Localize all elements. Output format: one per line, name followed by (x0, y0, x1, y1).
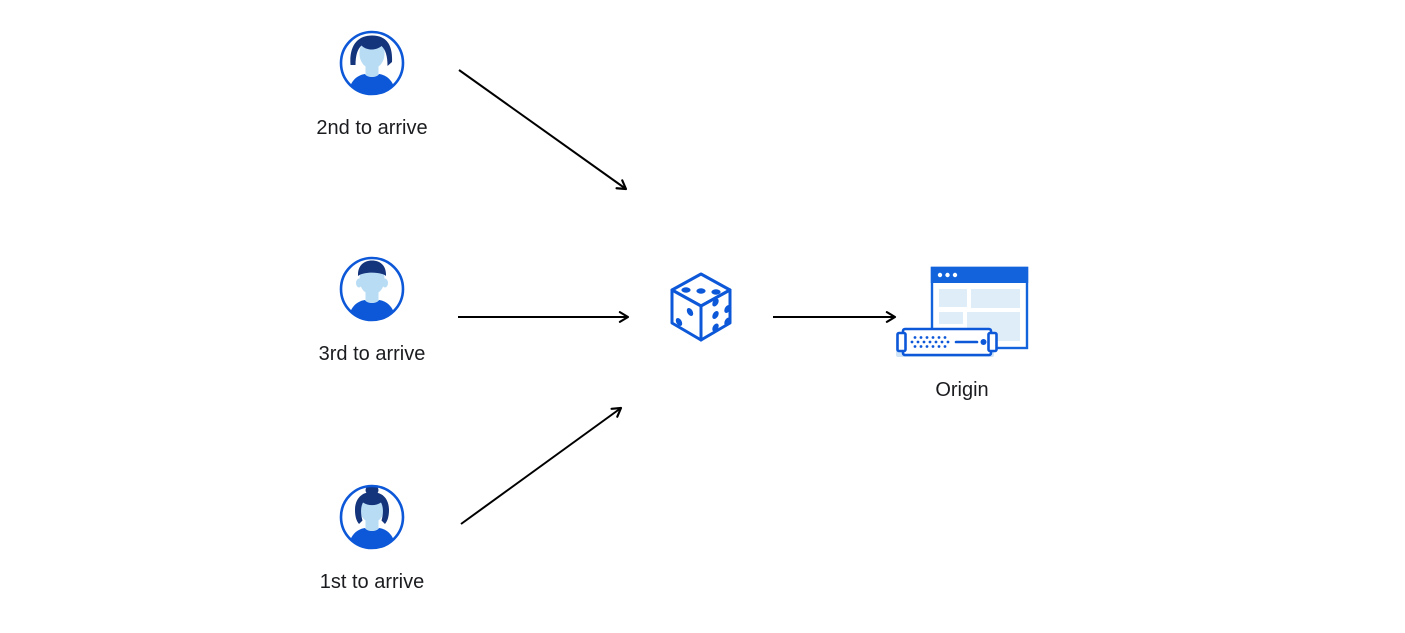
avatar-man-swept-hair-icon (339, 30, 405, 96)
client-label-3rd: 3rd to arrive (318, 343, 426, 365)
random-steering-node (669, 271, 733, 345)
avatar-woman-bun-icon (339, 484, 405, 550)
avatar-man-short-hair-icon (339, 256, 405, 322)
arrow-client1-to-dice (460, 406, 623, 525)
client-label-2nd: 2nd to arrive (316, 117, 428, 139)
client-node-3rd: 3rd to arrive (303, 255, 441, 366)
origin-node: Origin (893, 261, 1031, 402)
origin-server-browser-icon (895, 266, 1028, 357)
arrow-client2-to-dice (458, 69, 628, 191)
client-node-1st: 1st to arrive (303, 483, 441, 594)
server-icon (895, 327, 998, 357)
client-node-2nd: 2nd to arrive (303, 29, 441, 140)
client-label-1st: 1st to arrive (319, 571, 425, 593)
origin-label: Origin (935, 379, 989, 401)
dice-icon (670, 272, 732, 342)
